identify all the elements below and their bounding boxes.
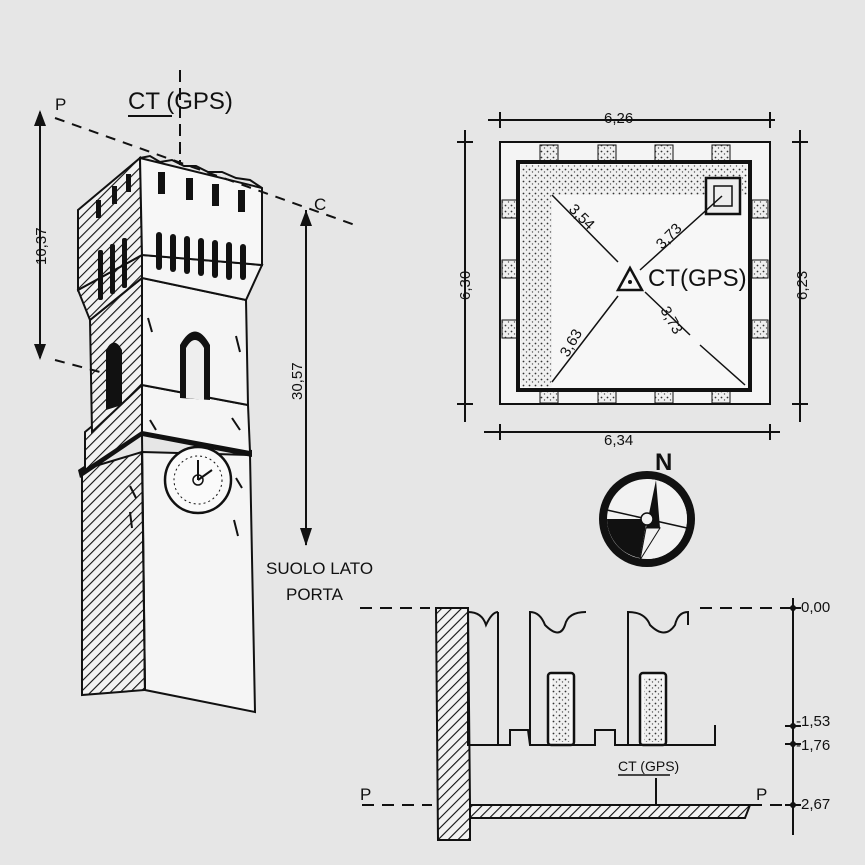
- station-triangle-icon: [615, 265, 645, 292]
- height-dim-right: [300, 210, 312, 546]
- tower-belfry: [84, 275, 252, 472]
- section-point-p-right: P: [756, 785, 767, 804]
- plan-dim-top: 6,26: [604, 110, 633, 127]
- plan-dim-bottom: 6,34: [604, 432, 633, 449]
- plan-dim-lines: [457, 112, 808, 440]
- point-p-label: P: [55, 95, 66, 114]
- height-total-label: 30,57: [289, 362, 306, 400]
- section-station-label: CT (GPS): [618, 758, 679, 774]
- ct-gps-title: CT (GPS): [128, 88, 233, 115]
- plan-dim-right: 6,23: [794, 271, 811, 300]
- section-view: 0,00 -1,53 -1,76 -2,67 P P CT (GPS): [360, 598, 830, 841]
- compass-icon: [599, 471, 695, 567]
- level-3: -2,67: [796, 796, 830, 813]
- clock-icon: [163, 445, 233, 515]
- tower-crown: [76, 154, 264, 322]
- point-c-label: C: [314, 195, 326, 214]
- level-2: -1,76: [796, 737, 830, 754]
- level-0: 0,00: [801, 599, 830, 616]
- plan-view: 6,26 6,34 6,30 6,23 3,54 3,73 3,63 3,73 …: [457, 110, 811, 449]
- ground-label-line1: SUOLO LATO: [266, 559, 373, 578]
- diag-ur: [639, 195, 723, 271]
- tower-band: [78, 428, 252, 478]
- tower-elevation: CT (GPS) P C 10,37 30,57 SUOLO LATO PORT…: [33, 70, 373, 714]
- level-1: -1,53: [796, 713, 830, 730]
- plan-station-label: CT(GPS): [648, 265, 747, 292]
- height-dim-left: [34, 110, 46, 360]
- plan-dim-left: 6,30: [457, 271, 474, 300]
- section-point-p-left: P: [360, 785, 371, 804]
- ground-label-line2: PORTA: [286, 585, 344, 604]
- tower-ticks: [129, 317, 243, 537]
- height-top-label: 10,37: [33, 227, 50, 265]
- diag-lr: [699, 344, 746, 386]
- diag-ll: [551, 295, 619, 383]
- compass-north-label: N: [655, 449, 672, 476]
- diag-ul: [551, 194, 619, 263]
